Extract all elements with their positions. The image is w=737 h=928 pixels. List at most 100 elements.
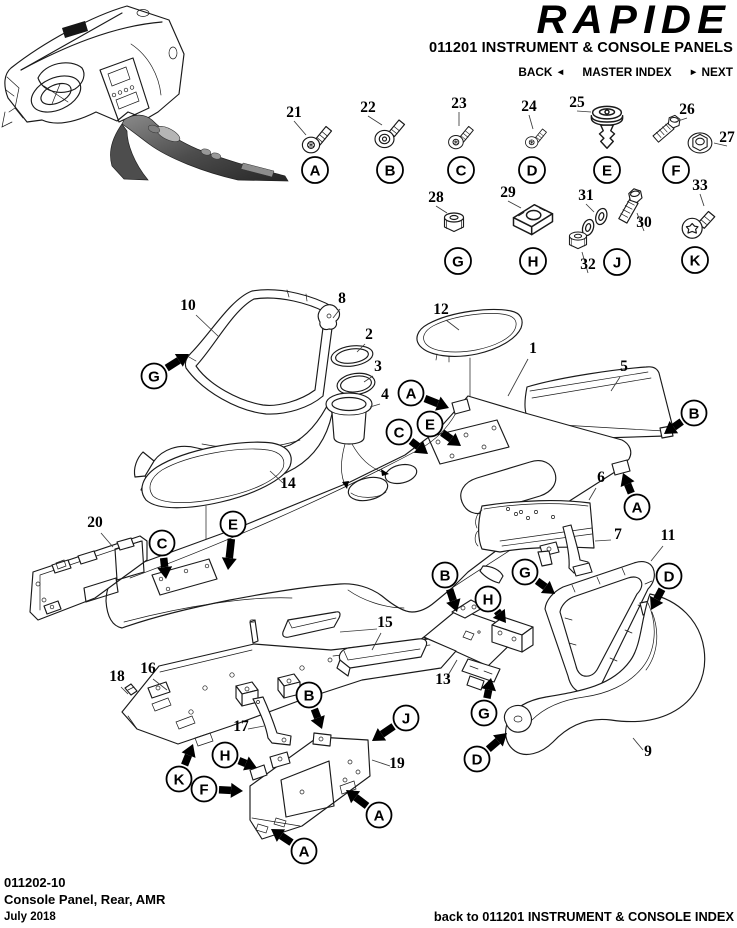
callout-arrow-A [271,829,286,842]
fastener-letter-C [447,156,475,184]
fastener-letter-B-letter: B [385,162,396,179]
part-number-18: 18 [109,668,125,685]
part-4-cup-holder [325,392,373,445]
part-6-mount-plate [474,500,595,553]
part-number-20: 20 [87,514,103,531]
callout-H [211,741,239,769]
callout-K-letter: K [174,771,185,788]
callout-arrow-C [157,566,173,579]
callout-G [470,699,498,727]
fastener-number-26: 26 [679,101,695,118]
callout-arrow-E [446,432,461,446]
callout-H-letter: H [220,747,231,764]
callout-arrow-D [649,595,664,610]
callout-D [655,562,683,590]
part-number-8: 8 [338,290,346,307]
callout-arrow-G [174,354,189,367]
callout-H [474,585,502,613]
fastener-letter-G-letter: G [452,253,464,270]
callout-A [623,493,651,521]
nav-master-index-link[interactable]: MASTER INDEX [582,65,672,79]
callout-B [431,561,459,589]
fastener-number-22: 22 [360,99,376,116]
screw-icon [301,125,333,154]
callout-arrow-G [481,678,497,692]
fastener-number-23: 23 [451,95,467,112]
page-title: 011201 INSTRUMENT & CONSOLE PANELS [429,40,733,56]
fastener-number-30: 30 [636,214,652,231]
callout-K [165,765,193,793]
part-3-ring [336,372,376,396]
callout-D-letter: D [664,568,675,585]
part-number-11: 11 [661,527,676,544]
part-19-rear-bracket [249,732,371,840]
callout-B [680,399,708,427]
callout-C-letter: C [394,424,405,441]
part-number-12: 12 [433,301,449,318]
fastener-letter-B [376,156,404,184]
part-number-19: 19 [389,755,405,772]
part-9-side-panel [503,593,706,755]
callout-A [397,379,425,407]
part-number-4: 4 [381,386,389,403]
bolt-washers-nut-icon [568,231,588,250]
callout-B [295,681,323,709]
brand-logo: RAPIDE [536,0,731,42]
callout-A [290,837,318,865]
part-18-pin [124,683,138,696]
nav-back-link[interactable]: BACK ◄ [518,65,566,79]
callout-arrow-B [310,715,325,729]
fastener-letter-A [301,156,329,184]
nut-icon [443,212,465,233]
callout-B-letter: B [440,567,451,584]
callout-A-letter: A [374,807,385,824]
fastener-number-29: 29 [500,184,516,201]
fastener-letter-E-letter: E [602,162,612,179]
callout-C-letter: C [157,535,168,552]
part-number-16: 16 [140,660,156,677]
callout-A [365,801,393,829]
screw-icon [448,125,474,150]
nav-next-link[interactable]: ► NEXT [688,65,733,79]
callout-G [140,362,168,390]
part-1-console-panel [105,395,632,629]
fastener-number-32: 32 [580,256,596,273]
screw-icon [525,128,547,149]
callout-arrow-H [243,756,257,771]
callout-A-letter: A [406,385,417,402]
dashboard-thumbnail [1,5,289,182]
part-number-10: 10 [180,297,196,314]
callout-G [511,558,539,586]
document-title: Console Panel, Rear, AMR [4,892,166,907]
callout-J-letter: J [402,710,410,727]
part-14-armrest-pad [141,441,292,509]
washer-screw-icon [374,119,406,149]
callout-arrow-A [346,790,361,804]
fastener-letter-C-letter: C [456,162,467,179]
back-to-index-link[interactable]: back to 011201 INSTRUMENT & CONSOLE INDE… [433,909,734,924]
fastener-letter-J-letter: J [613,254,621,271]
callout-arrow-D [493,733,507,747]
callout-A-letter: A [632,499,643,516]
fastener-number-25: 25 [569,94,585,111]
fastener-letter-E [593,156,621,184]
part-number-13: 13 [435,671,451,688]
callout-H-letter: H [483,591,494,608]
callout-arrow-A [435,396,449,411]
callout-G-letter: G [519,564,531,581]
part-number-17: 17 [233,718,249,735]
fastener-letter-D-letter: D [527,162,538,179]
u-nut-icon [512,203,554,236]
dash-top-patch [62,21,88,38]
callout-C [385,418,413,446]
callout-E-letter: E [228,516,238,533]
fastener-legend [301,105,716,250]
part-number-1: 1 [529,340,537,357]
callout-D-letter: D [472,751,483,768]
document-number: 011202-10 [4,875,66,890]
part-number-6: 6 [597,469,605,486]
fastener-letter-H-letter: H [528,253,539,270]
callout-arrow-E [221,557,237,570]
